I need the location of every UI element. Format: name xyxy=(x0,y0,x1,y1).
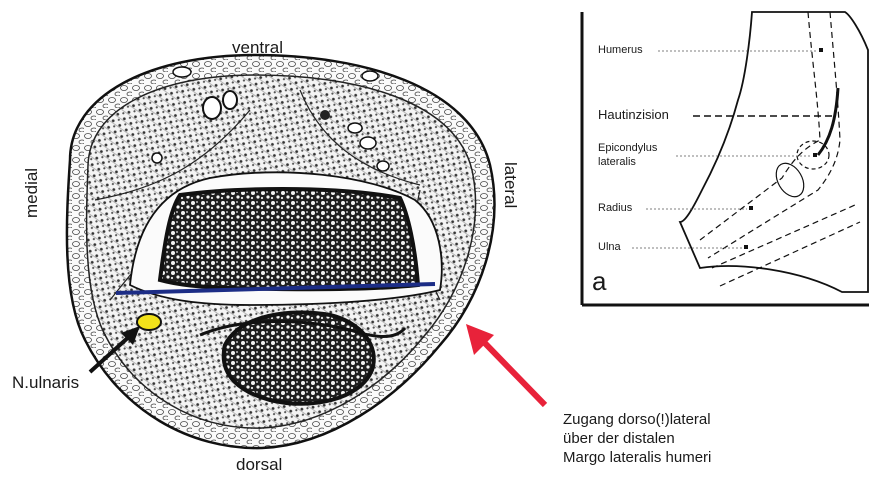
approach-line-2: über der distalen xyxy=(563,429,711,448)
humerus-bone xyxy=(160,189,418,289)
inset-label-epicondylus-1: Epicondylus xyxy=(598,142,657,154)
approach-caption: Zugang dorso(!)lateral über der distalen… xyxy=(563,410,711,467)
label-lateral: lateral xyxy=(500,162,520,208)
ulnar-nerve xyxy=(137,314,161,330)
label-dorsal: dorsal xyxy=(236,455,282,475)
inset-label-radius: Radius xyxy=(598,202,632,214)
approach-line-1: Zugang dorso(!)lateral xyxy=(563,410,711,429)
label-ventral: ventral xyxy=(232,38,283,58)
inset-label-ulna: Ulna xyxy=(598,241,621,253)
approach-arrow xyxy=(466,324,545,405)
arm-outline xyxy=(680,12,868,292)
inset-label-hautinzision: Hautinzision xyxy=(598,107,669,122)
label-medial: medial xyxy=(22,168,42,218)
inset-label-humerus: Humerus xyxy=(598,44,643,56)
inset-label-epicondylus-2: lateralis xyxy=(598,156,636,168)
ulna-bone xyxy=(224,313,374,404)
approach-line-3: Margo lateralis humeri xyxy=(563,448,711,467)
inset-panel-letter: a xyxy=(592,266,606,297)
cross-section xyxy=(67,55,545,448)
label-n-ulnaris: N.ulnaris xyxy=(12,373,79,393)
